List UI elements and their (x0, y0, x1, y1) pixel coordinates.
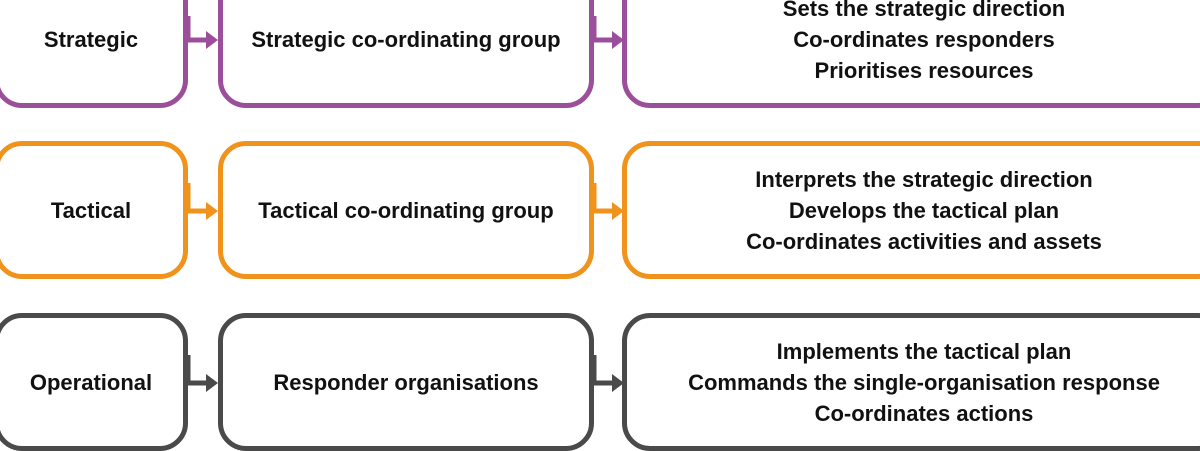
group-label-operational: Responder organisations (273, 369, 539, 395)
duties-box-operational: Implements the tactical plan Commands th… (622, 313, 1200, 451)
duties-box-tactical: Interprets the strategic direction Devel… (622, 141, 1200, 279)
level-box-tactical: Tactical (0, 141, 188, 279)
arrow-icon (591, 16, 624, 49)
duty-line: Implements the tactical plan (776, 338, 1072, 364)
duty-line: Prioritises resources (814, 57, 1034, 83)
duties-list-tactical: Interprets the strategic direction Devel… (746, 164, 1102, 257)
arrow-icon (591, 183, 624, 220)
level-label-strategic: Strategic (43, 26, 139, 52)
arrow-icon (185, 183, 218, 220)
duty-line: Co-ordinates actions (814, 400, 1034, 426)
group-box-tactical: Tactical co-ordinating group (218, 141, 594, 279)
duty-line: Develops the tactical plan (788, 197, 1060, 223)
level-label-tactical: Tactical (50, 197, 132, 223)
duties-list-strategic: Sets the strategic direction Co-ordinate… (783, 0, 1065, 86)
duty-line: Commands the single-organisation respons… (688, 369, 1160, 395)
row-tactical: Tactical Tactical co-ordinating group In… (0, 141, 1200, 279)
group-box-operational: Responder organisations (218, 313, 594, 451)
duty-line: Sets the strategic direction (782, 0, 1066, 21)
group-label-strategic: Strategic co-ordinating group (251, 26, 561, 52)
level-box-operational: Operational (0, 313, 188, 451)
arrow-icon (185, 16, 218, 49)
group-box-strategic: Strategic co-ordinating group (218, 0, 594, 108)
duty-line: Co-ordinates responders (793, 26, 1055, 52)
arrow-icon (185, 355, 218, 392)
duty-line: Interprets the strategic direction (755, 166, 1093, 192)
level-box-strategic: Strategic (0, 0, 188, 108)
level-label-operational: Operational (29, 369, 153, 395)
row-operational: Operational Responder organisations Impl… (0, 313, 1200, 451)
duties-box-strategic: Sets the strategic direction Co-ordinate… (622, 0, 1200, 108)
group-label-tactical: Tactical co-ordinating group (258, 197, 554, 223)
duties-list-operational: Implements the tactical plan Commands th… (688, 336, 1160, 429)
duty-line: Co-ordinates activities and assets (746, 228, 1102, 254)
row-strategic: Strategic Strategic co-ordinating group … (0, 0, 1200, 108)
arrow-icon (591, 355, 624, 392)
